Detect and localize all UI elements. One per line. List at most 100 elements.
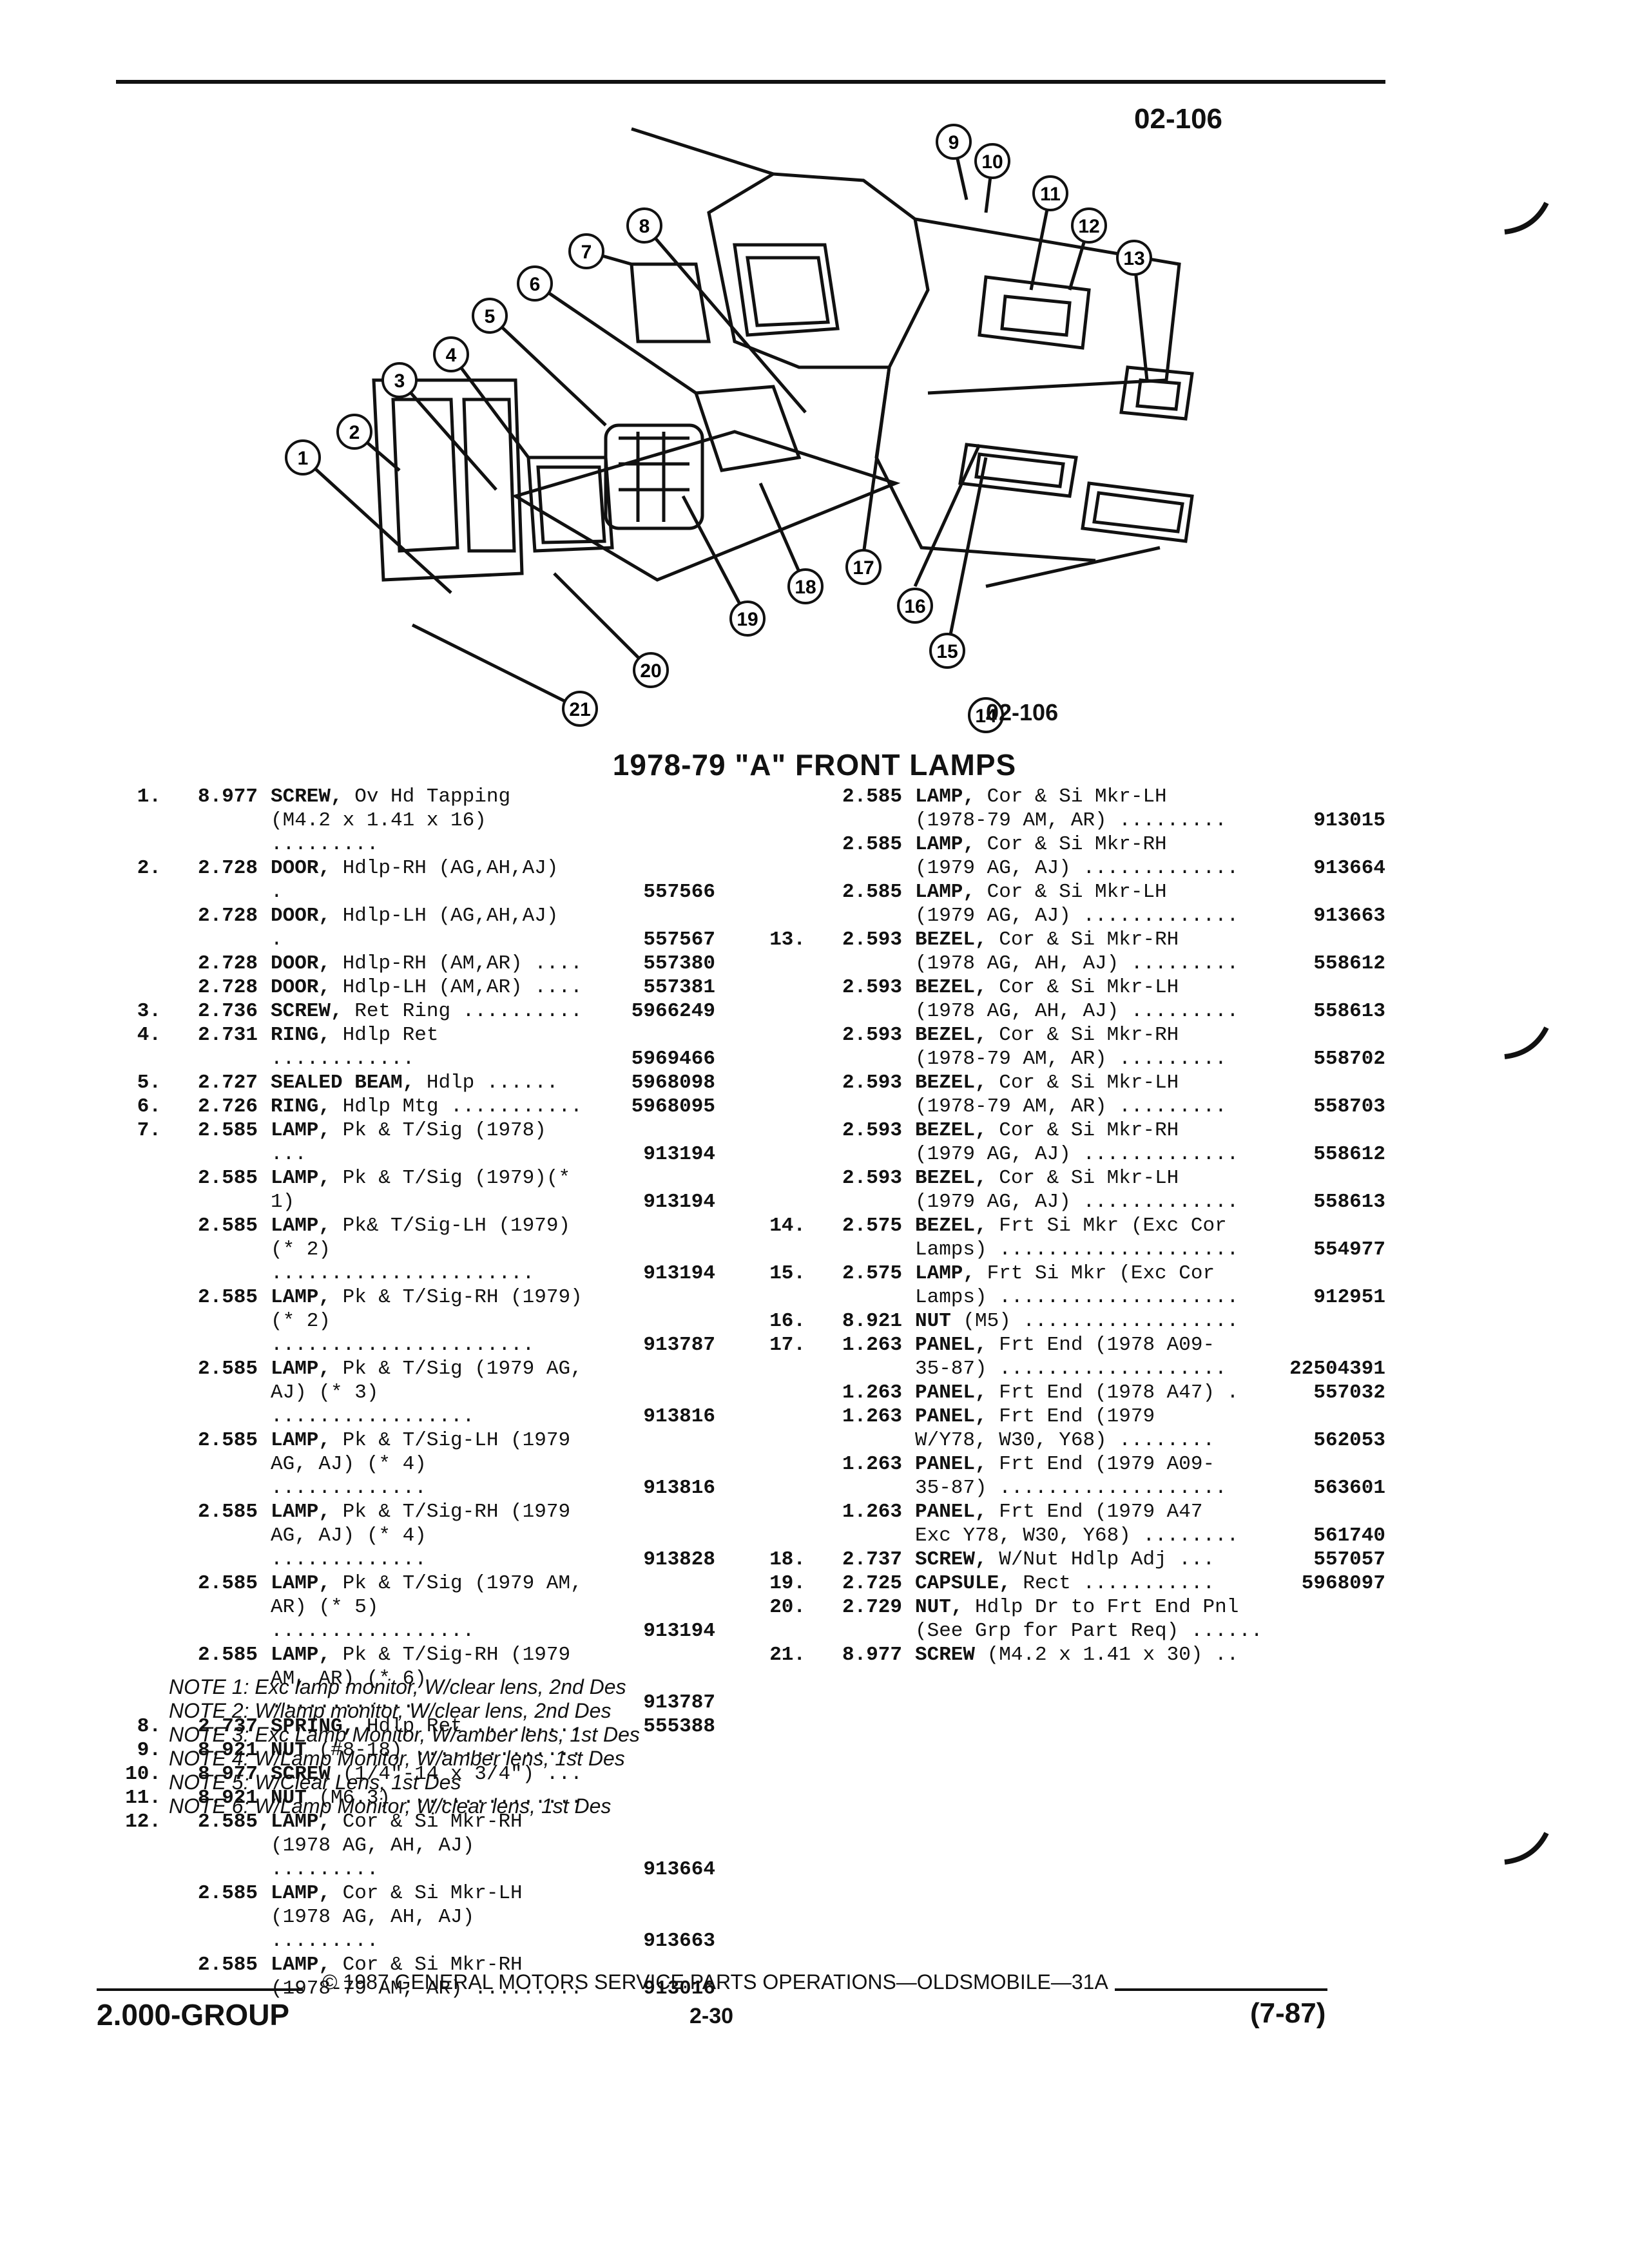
part-detail: (1978 AG, AH, AJ) ......... bbox=[915, 1000, 1239, 1023]
item-number: 19. bbox=[769, 1572, 805, 1595]
item-number bbox=[741, 1166, 812, 1190]
item-number: 14. bbox=[769, 1215, 805, 1237]
item-number bbox=[741, 1023, 812, 1047]
part-number: 913663 bbox=[643, 1930, 715, 1952]
parts-entry: 2.593 BEZEL, Cor & Si Mkr-RH bbox=[741, 1119, 1385, 1142]
group-number bbox=[168, 1238, 271, 1285]
parts-entry: 35-87) ...................563601 bbox=[741, 1476, 1385, 1500]
parts-entry: (1978 AG, AH, AJ) .........558612 bbox=[741, 952, 1385, 975]
svg-text:8: 8 bbox=[639, 216, 650, 237]
part-description: LAMP, Pk & T/Sig (1979 AM, bbox=[271, 1571, 593, 1595]
part-number: 913816 bbox=[643, 1405, 715, 1428]
part-description: Exc Y78, W30, Y68) ........ bbox=[915, 1524, 1263, 1548]
part-name: BEZEL, bbox=[915, 1072, 987, 1094]
part-detail: AR) (* 5) ................. bbox=[271, 1596, 475, 1642]
footer-rule-left bbox=[97, 1988, 303, 1991]
group-number bbox=[168, 1309, 271, 1357]
part-description: NUT (M5) .................. bbox=[915, 1309, 1263, 1333]
item-number bbox=[97, 1238, 168, 1285]
item-number bbox=[741, 1452, 812, 1476]
group-number bbox=[812, 1524, 915, 1548]
group-number: 2.728 bbox=[197, 857, 258, 879]
part-description: PANEL, Frt End (1979 bbox=[915, 1405, 1263, 1428]
part-name: SCREW, bbox=[915, 1548, 987, 1571]
part-description: DOOR, Hdlp-LH (AG,AH,AJ) . bbox=[271, 904, 593, 952]
group-number bbox=[168, 1595, 271, 1643]
part-description: AG, AJ) (* 4) ............. bbox=[271, 1452, 593, 1500]
part-description: SCREW, W/Nut Hdlp Adj ... bbox=[915, 1548, 1263, 1571]
group-number bbox=[812, 1285, 915, 1309]
part-description: (1978-79 AM, AR) ......... bbox=[915, 809, 1263, 832]
part-name: PANEL, bbox=[915, 1381, 987, 1404]
part-description: (* 2) ...................... bbox=[271, 1238, 593, 1285]
part-number: 563601 bbox=[1313, 1477, 1385, 1499]
group-number: 2.728 bbox=[197, 976, 258, 999]
part-name: DOOR, bbox=[271, 857, 331, 879]
parts-entry: (1978 AG, AH, AJ) .........913664 bbox=[97, 1834, 715, 1881]
part-description: LAMP, Pk& T/Sig-LH (1979) bbox=[271, 1214, 593, 1238]
svg-text:18: 18 bbox=[795, 577, 816, 598]
part-name: SEALED BEAM, bbox=[271, 1072, 415, 1094]
group-number: 2.593 bbox=[842, 1119, 902, 1142]
group-number: 1.263 bbox=[842, 1334, 902, 1356]
part-description: AM, AR) (* 6) ............. bbox=[271, 1667, 593, 1715]
note-3: NOTE 3: Exc Lamp Monitor, W/amber lens, … bbox=[169, 1723, 640, 1746]
part-name: LAMP, bbox=[271, 1572, 331, 1595]
part-number: 913787 bbox=[643, 1691, 715, 1714]
part-number: 558613 bbox=[1313, 1000, 1385, 1023]
part-name: LAMP, bbox=[271, 1882, 331, 1905]
part-name: SCREW bbox=[915, 1644, 976, 1666]
group-number: 2.728 bbox=[197, 905, 258, 927]
part-name: LAMP, bbox=[271, 1167, 331, 1189]
item-number bbox=[97, 952, 168, 975]
callout-9: 9 bbox=[936, 124, 972, 160]
callout-16: 16 bbox=[897, 588, 933, 624]
part-description: (M4.2 x 1.41 x 16) ......... bbox=[271, 809, 593, 856]
part-name: NUT bbox=[271, 1787, 307, 1809]
part-description: LAMP, Pk & T/Sig (1979 AG, bbox=[271, 1357, 593, 1381]
group-number: 2.736 bbox=[197, 1000, 258, 1023]
group-number: 1.263 bbox=[842, 1381, 902, 1404]
part-description: BEZEL, Cor & Si Mkr-LH bbox=[915, 1166, 1263, 1190]
part-detail: (1978 AG, AH, AJ) ......... bbox=[271, 1906, 487, 1952]
item-number bbox=[97, 1571, 168, 1595]
item-number bbox=[741, 1190, 812, 1214]
part-number: 561740 bbox=[1313, 1524, 1385, 1547]
part-description: LAMP, Pk & T/Sig-LH (1979 bbox=[271, 1428, 593, 1452]
part-detail: (M5) .................. bbox=[950, 1310, 1239, 1332]
part-name: CAPSULE, bbox=[915, 1572, 1011, 1595]
part-number: 913787 bbox=[643, 1334, 715, 1356]
part-detail: Pk& T/Sig-LH (1979) bbox=[331, 1215, 571, 1237]
parts-entry: W/Y78, W30, Y68) ........562053 bbox=[741, 1428, 1385, 1452]
part-detail: Hdlp-RH (AM,AR) .... bbox=[331, 952, 583, 975]
part-description: Lamps) .................... bbox=[915, 1285, 1263, 1309]
part-detail: Hdlp-LH (AG,AH,AJ) . bbox=[271, 905, 583, 951]
group-number bbox=[168, 1834, 271, 1881]
binder-tick-mark bbox=[1504, 1832, 1549, 1865]
item-number bbox=[97, 1881, 168, 1905]
item-number bbox=[97, 809, 168, 856]
part-detail: Cor & Si Mkr-RH bbox=[987, 1119, 1179, 1142]
group-number: 8.921 bbox=[842, 1310, 902, 1332]
part-description: BEZEL, Cor & Si Mkr-RH bbox=[915, 1119, 1263, 1142]
part-detail: Ret Ring .......... bbox=[342, 1000, 583, 1023]
part-detail: Cor & Si Mkr-RH bbox=[331, 1954, 523, 1976]
part-description: (1979 AG, AJ) ............. bbox=[915, 1190, 1263, 1214]
group-number: 2.593 bbox=[842, 1024, 902, 1046]
group-number bbox=[812, 1047, 915, 1071]
group-number: 8.977 bbox=[842, 1644, 902, 1666]
part-description: PANEL, Frt End (1978 A09- bbox=[915, 1333, 1263, 1357]
item-number bbox=[741, 1476, 812, 1500]
part-detail: Hdlp-RH (AG,AH,AJ) . bbox=[271, 857, 583, 903]
item-number bbox=[97, 1166, 168, 1214]
